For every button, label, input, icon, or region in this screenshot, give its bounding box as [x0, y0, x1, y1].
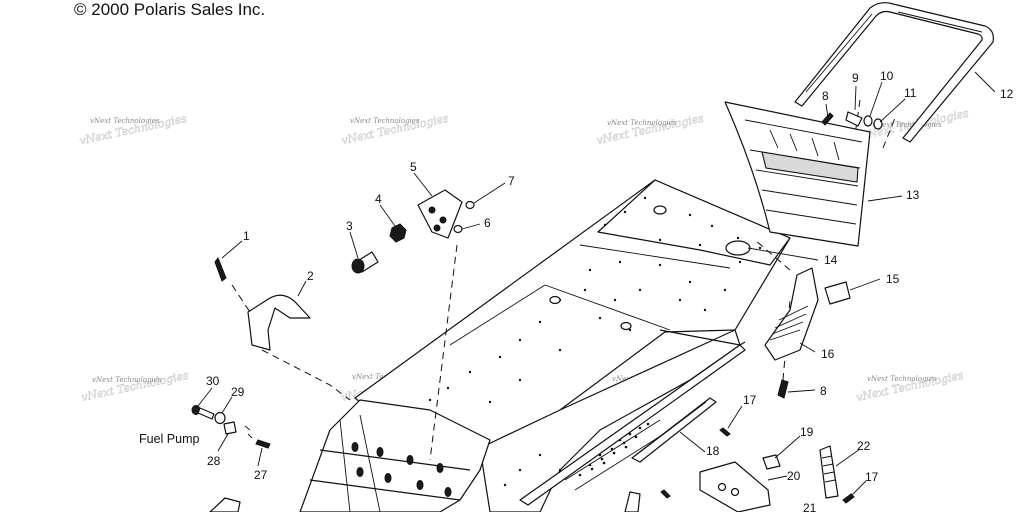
callout-18: 18	[706, 444, 720, 458]
callout-21: 21	[803, 501, 817, 512]
svg-text:vNext Technologies: vNext Technologies	[92, 376, 162, 384]
callout-13: 13	[906, 188, 920, 202]
deck-rivets	[428, 196, 762, 404]
svg-text:vNext Technologies: vNext Technologies	[350, 117, 420, 125]
callout-22: 22	[857, 439, 871, 453]
hardware-27-30	[191, 405, 271, 449]
hardware-1-2	[214, 256, 311, 351]
svg-text:vNext Technologies: vNext Technologies	[867, 375, 937, 383]
callout-19: 19	[800, 425, 814, 439]
callout-17-mid: 17	[743, 393, 757, 407]
svg-text:vNext Technologies: vNext Technologies	[855, 369, 965, 405]
part-13-rear-flap	[724, 101, 871, 247]
hardware-14-16	[764, 267, 851, 399]
callout-17-low: 17	[865, 470, 879, 484]
callout-30: 30	[206, 374, 220, 388]
callout-14: 14	[824, 253, 838, 267]
callout-27: 27	[254, 468, 268, 482]
watermark-3: vNext Technologies vNext Technologies	[595, 111, 706, 147]
callout-3: 3	[346, 219, 353, 233]
watermark-1: vNext Technologies vNext Technologies	[78, 112, 189, 148]
copyright-notice: © 2000 Polaris Sales Inc.	[74, 0, 266, 19]
callout-7: 7	[508, 174, 515, 188]
callout-12: 12	[1000, 87, 1014, 101]
tunnel-assembly	[354, 179, 791, 512]
svg-text:vNext Technologies: vNext Technologies	[607, 119, 677, 127]
callout-29: 29	[231, 385, 245, 399]
callout-9: 9	[852, 71, 859, 85]
callout-2: 2	[307, 269, 314, 283]
callout-5: 5	[410, 160, 417, 174]
callout-11: 11	[904, 86, 917, 100]
callout-20: 20	[787, 469, 801, 483]
callout-8-right: 8	[820, 384, 827, 398]
part-12-grab-bar	[794, 2, 994, 143]
callout-6: 6	[484, 216, 491, 230]
hardware-3-7	[351, 189, 475, 274]
callout-28: 28	[207, 454, 221, 468]
callout-8-top: 8	[822, 89, 829, 103]
front-bulkhead	[209, 399, 641, 512]
hardware-17-22	[631, 397, 855, 512]
callout-1: 1	[243, 229, 250, 243]
callout-15: 15	[886, 272, 900, 286]
callout-4: 4	[375, 192, 382, 206]
svg-text:vNext Technologies: vNext Technologies	[80, 369, 190, 405]
watermark-2: vNext Technologies vNext Technologies	[340, 111, 451, 147]
callout-16: 16	[821, 347, 835, 361]
watermark-5: vNext Technologies vNext Technologies	[80, 368, 191, 405]
watermark-8: vNext Technologies vNext Technologies	[855, 368, 966, 405]
bulkhead-studs	[351, 442, 452, 497]
leader-lines	[197, 71, 996, 498]
callout-numbers: 1 2 3 4 5 6 7 8 9 10 11 12 13 14 15 16 8…	[206, 69, 1014, 512]
fuel-pump-label: Fuel Pump	[139, 432, 199, 446]
callout-10: 10	[880, 69, 894, 83]
svg-text:vNext Technologies: vNext Technologies	[595, 111, 705, 147]
svg-text:vNext Technologies: vNext Technologies	[872, 121, 942, 129]
svg-text:vNext Technologies: vNext Technologies	[90, 117, 160, 125]
